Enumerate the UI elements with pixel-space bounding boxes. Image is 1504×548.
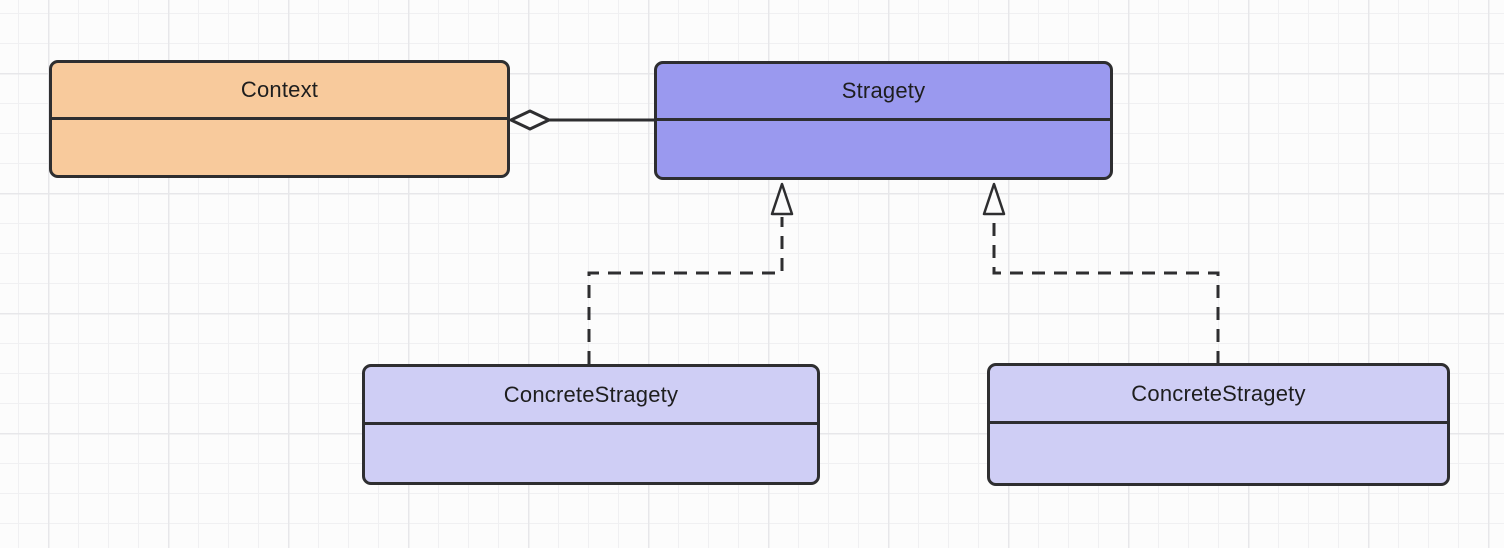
class-node-concrete-strategy-right[interactable]: ConcreteStragety [987, 363, 1450, 486]
realization-link-left[interactable] [587, 217, 784, 364]
class-name-label: Context [52, 63, 507, 120]
class-node-concrete-strategy-left[interactable]: ConcreteStragety [362, 364, 820, 485]
inheritance-arrowhead-right-icon[interactable] [982, 182, 1006, 216]
class-name-label: ConcreteStragety [365, 367, 817, 425]
realization-link-right[interactable] [992, 217, 1220, 364]
aggregation-diamond-icon[interactable] [509, 109, 551, 131]
class-name-label: ConcreteStragety [990, 366, 1447, 424]
class-attributes-compartment[interactable] [657, 121, 1110, 177]
class-node-context[interactable]: Context [49, 60, 510, 178]
class-node-strategy[interactable]: Stragety [654, 61, 1113, 180]
class-attributes-compartment[interactable] [990, 424, 1447, 483]
class-attributes-compartment[interactable] [365, 425, 817, 482]
class-name-label: Stragety [657, 64, 1110, 121]
inheritance-arrowhead-left-icon[interactable] [770, 182, 794, 216]
class-attributes-compartment[interactable] [52, 120, 507, 175]
